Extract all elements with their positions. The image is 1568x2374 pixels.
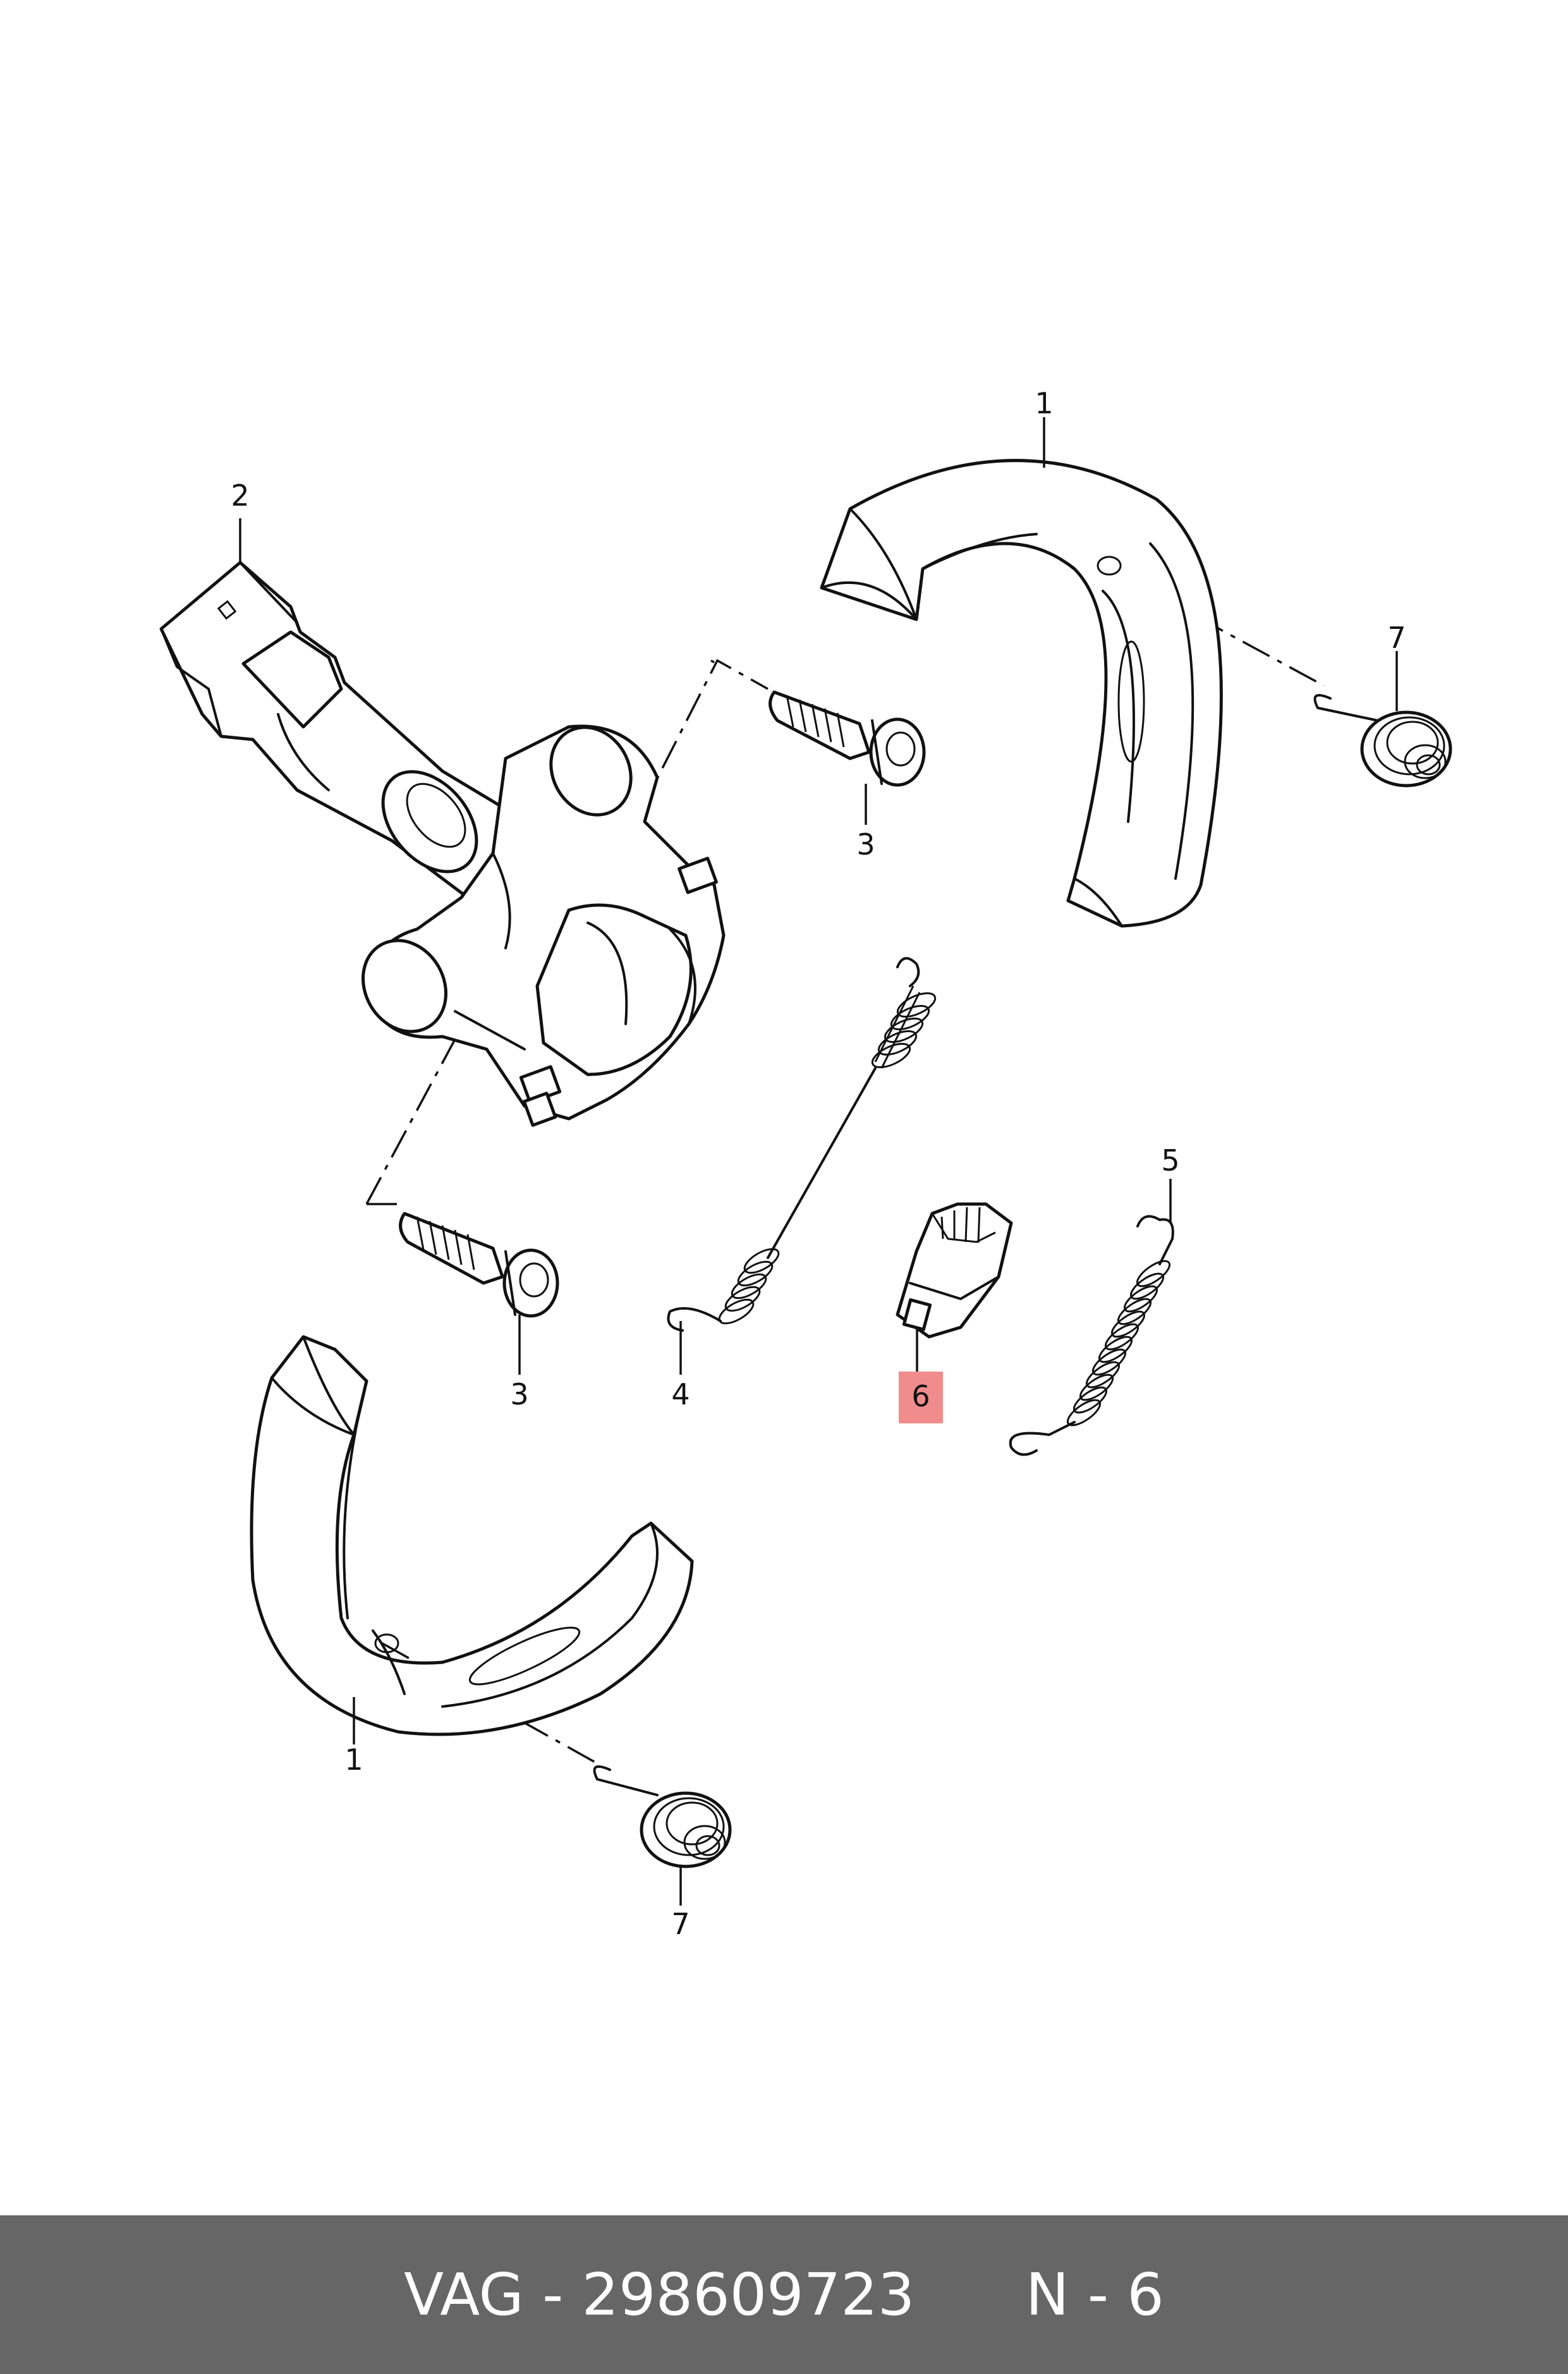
leader-lines (239, 417, 1398, 1906)
hold-spring-bottom (593, 1765, 732, 1868)
callout-5: 5 (1161, 1143, 1179, 1178)
bolt-bottom (399, 1212, 559, 1318)
footer-part-number: VAG - 298609723 N - 6 (404, 2261, 1164, 2328)
brake-shoe-bottom (250, 1335, 694, 1736)
callout-6: 6 (911, 1379, 930, 1413)
hold-spring-top (1313, 694, 1452, 788)
callout-2: 2 (231, 478, 249, 513)
bolt-top (769, 690, 926, 787)
callout-7-top: 7 (1387, 621, 1406, 655)
callout-1-bottom: 1 (344, 1743, 363, 1777)
callout-4: 4 (671, 1377, 690, 1411)
callout-labels: 1 2 3 4 5 6 7 3 1 7 (231, 386, 1406, 1941)
footer-bar: VAG - 298609723 N - 6 (0, 2215, 1568, 2374)
callout-3-bottom: 3 (510, 1377, 528, 1411)
spring-5 (1009, 1215, 1174, 1456)
exploded-parts-diagram: 1 2 3 4 5 6 7 3 1 7 (159, 386, 1452, 1941)
highlight-box-6 (899, 1372, 943, 1423)
brake-shoe-top (820, 459, 1223, 928)
adjuster (896, 1202, 1013, 1339)
actuator-motor (159, 561, 516, 899)
spring-4 (667, 957, 937, 1332)
callout-3-top: 3 (856, 827, 875, 861)
callout-7-bottom: 7 (671, 1907, 690, 1941)
callout-1-top: 1 (1035, 386, 1053, 420)
caliper-housing (362, 724, 726, 1127)
